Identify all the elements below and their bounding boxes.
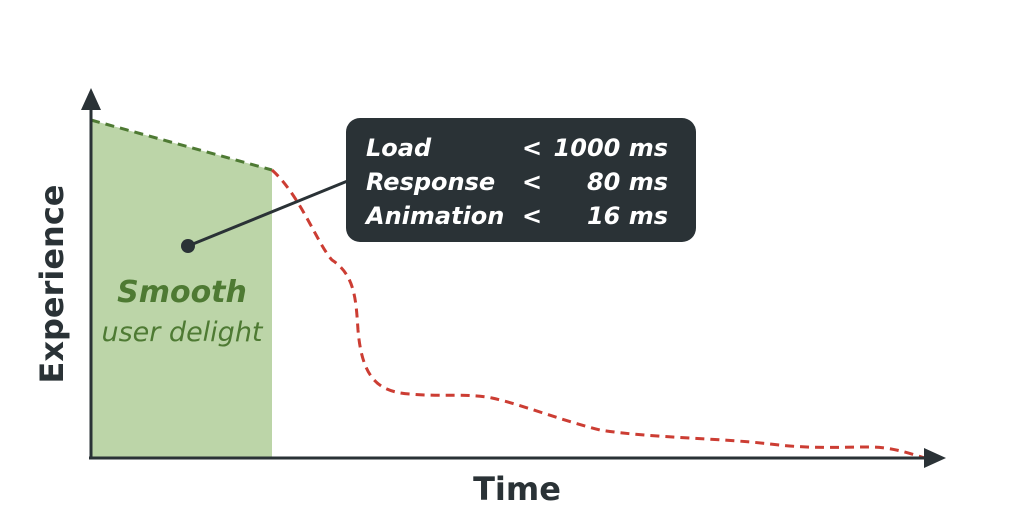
y-axis-label: Experience	[33, 184, 71, 383]
smooth-experience-line	[90, 118, 273, 172]
smooth-zone-subtitle: user delight	[101, 317, 263, 348]
budget-operator-response: <	[522, 168, 542, 196]
performance-budget-callout	[346, 118, 696, 242]
x-axis-arrowhead	[924, 448, 946, 468]
x-axis-label: Time	[473, 470, 561, 508]
y-axis-arrowhead	[81, 88, 101, 110]
budget-metric-animation: Animation	[364, 202, 504, 230]
budget-metric-response: Response	[366, 168, 495, 196]
smooth-zone-area	[91, 120, 272, 458]
callout-anchor-dot	[181, 239, 195, 253]
degrading-experience-curve	[271, 168, 926, 460]
callout-pointer-line	[187, 178, 351, 248]
budget-operator-animation: <	[522, 202, 542, 230]
budget-value-response: 80 ms	[587, 168, 668, 196]
budget-value-animation: 16 ms	[587, 202, 668, 230]
budget-operator-load: <	[522, 134, 542, 162]
budget-value-load: 1000 ms	[554, 134, 668, 162]
smooth-zone-title: Smooth	[117, 275, 247, 310]
budget-metric-load: Load	[366, 134, 432, 162]
